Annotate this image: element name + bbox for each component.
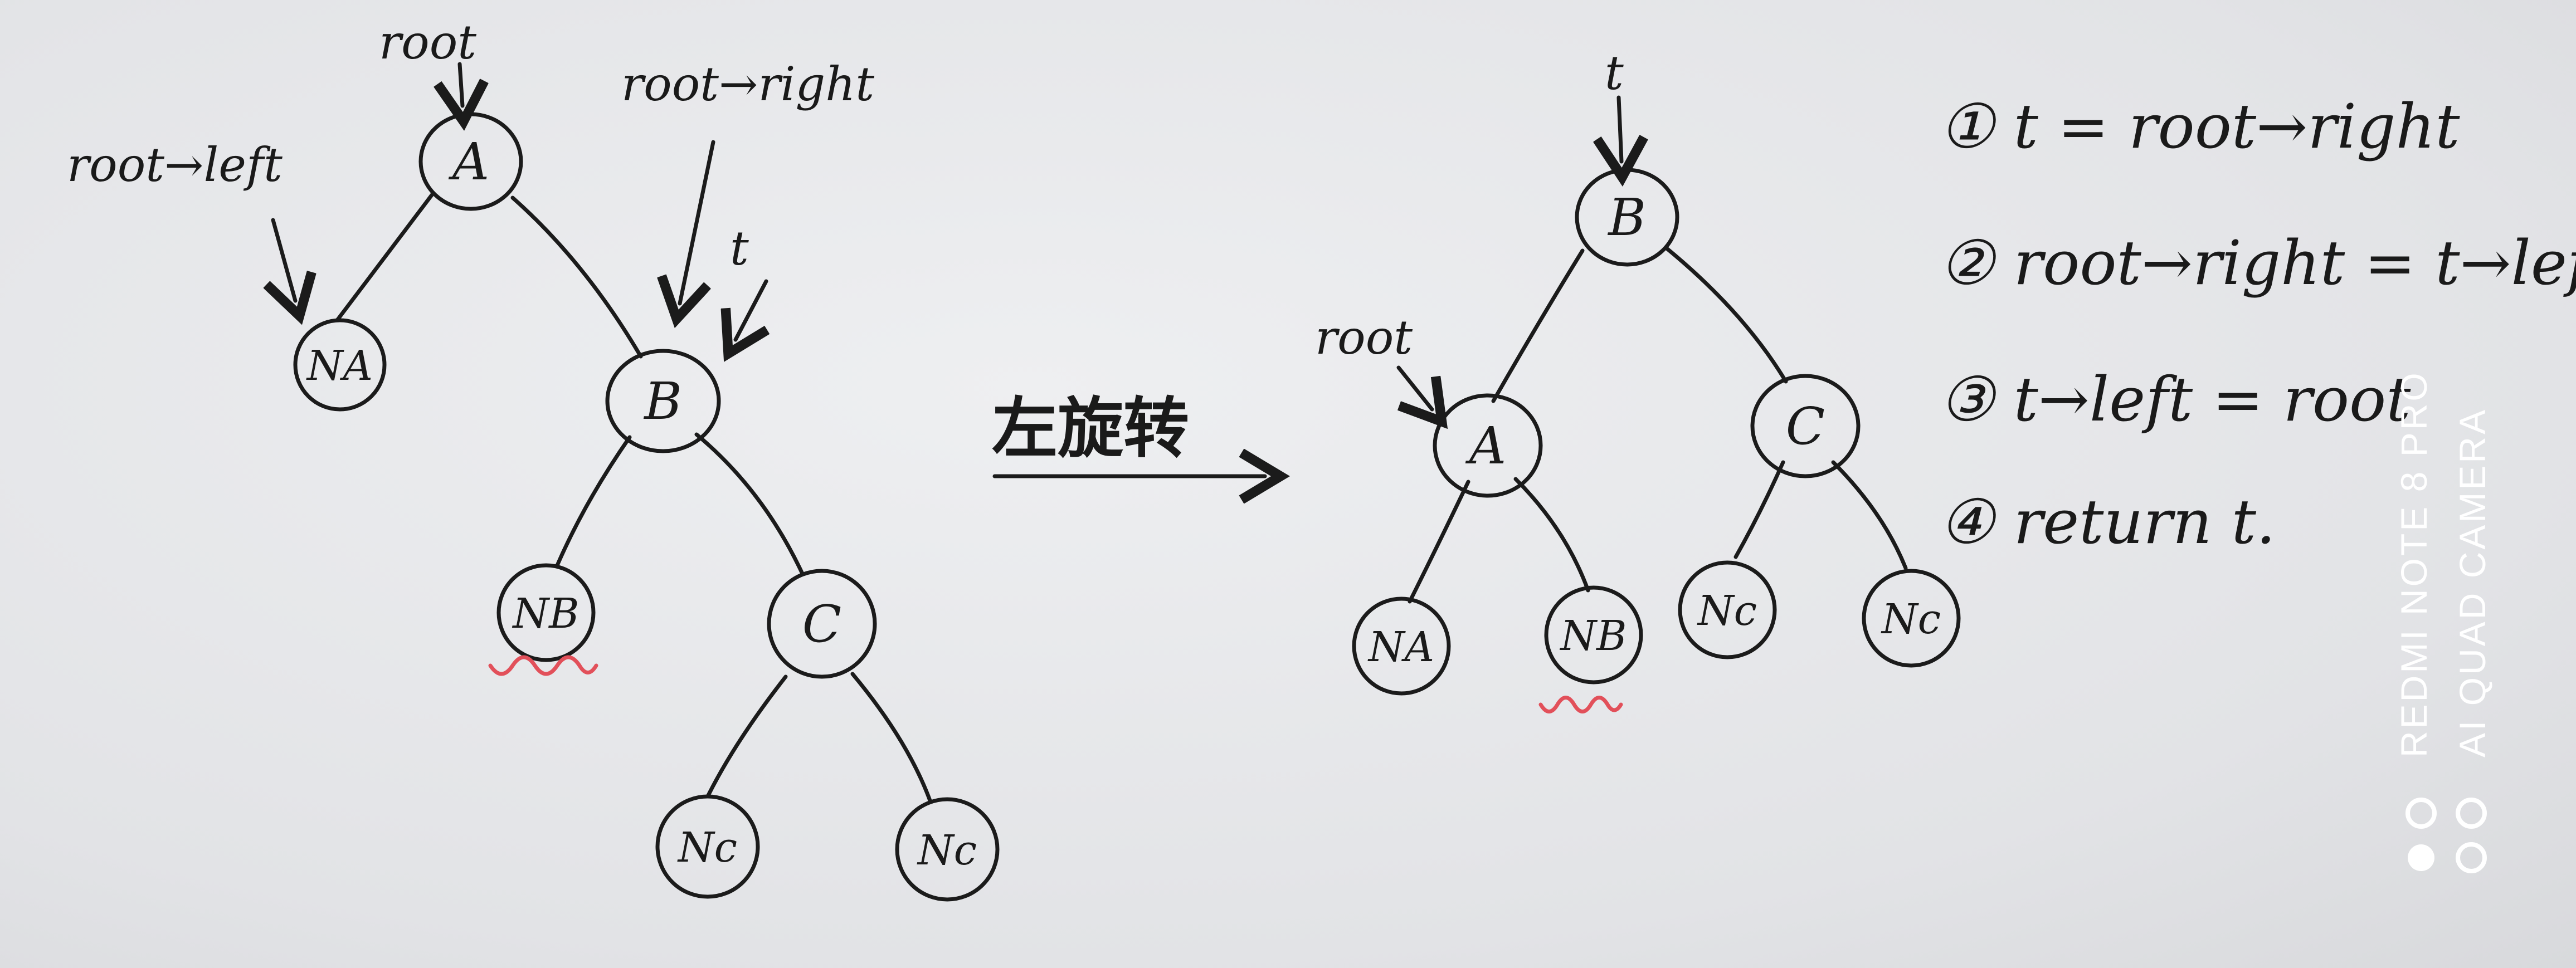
- node-nc1-before: Nc: [655, 794, 760, 899]
- node-na-before: NA: [293, 318, 387, 412]
- nb-highlight-squiggle: [488, 655, 598, 676]
- node-nc2-before: Nc: [895, 797, 1000, 902]
- node-nb-label: NB: [512, 590, 579, 638]
- label-root-before: root: [379, 15, 476, 70]
- step-1: ① t = root→right: [1939, 91, 2460, 162]
- node-c-after: C: [1750, 374, 1861, 478]
- step-3: ③ t→left = root: [1939, 364, 2411, 435]
- arrow-root-right: [680, 140, 715, 304]
- node-nb-after-label: NB: [1559, 612, 1627, 660]
- edge-b-c-after: [1664, 246, 1788, 384]
- label-root-after: root: [1315, 310, 1413, 365]
- edge-c-nc2: [850, 672, 933, 804]
- label-t-after: t: [1605, 46, 1624, 100]
- arrow-root-before: [460, 62, 462, 106]
- watermark-logo-icon: [2405, 798, 2487, 873]
- node-b-label: B: [643, 371, 682, 431]
- rotate-indicator: 左旋转: [992, 390, 1265, 476]
- arrow-t-before: [736, 279, 766, 340]
- rotate-label: 左旋转: [992, 390, 1189, 467]
- label-t-before: t: [730, 221, 749, 276]
- node-nc2-after-label: Nc: [1881, 595, 1941, 643]
- steps-list: ① t = root→right ② root→right = t→left ③…: [1939, 91, 2576, 558]
- tree-after: B A C NA NB Nc Nc t root: [1315, 46, 1961, 713]
- edge-a-na-after: [1408, 480, 1470, 604]
- edge-a-na: [335, 193, 434, 322]
- node-b-after: B: [1575, 168, 1679, 267]
- node-a-after: A: [1433, 393, 1543, 498]
- step-2: ② root→right = t→left: [1939, 227, 2576, 299]
- edge-c-nc1: [705, 674, 788, 799]
- step-4: ④ return t.: [1939, 486, 2276, 558]
- arrow-t-after: [1619, 95, 1621, 162]
- node-na-after: NA: [1352, 597, 1451, 696]
- node-na-after-label: NA: [1367, 623, 1434, 671]
- node-nc1-after: Nc: [1678, 560, 1777, 659]
- arrow-root-left: [273, 218, 295, 301]
- node-c-after-label: C: [1786, 397, 1825, 456]
- edge-b-nb: [555, 435, 632, 568]
- node-a-before: A: [418, 112, 523, 211]
- watermark-line1: REDMI NOTE 8 PRO: [2393, 370, 2434, 757]
- node-nc2-after: Nc: [1862, 569, 1961, 668]
- label-root-left: root→left: [67, 138, 283, 192]
- node-a-label: A: [448, 132, 489, 192]
- nb-after-highlight-squiggle: [1538, 696, 1623, 713]
- node-c-before: C: [767, 569, 877, 679]
- node-nc1-label: Nc: [677, 824, 737, 872]
- node-b-after-label: B: [1607, 188, 1646, 247]
- node-nc2-label: Nc: [917, 827, 977, 874]
- edge-c-nc2-after: [1831, 460, 1908, 570]
- edge-c-nc1-after: [1733, 460, 1785, 559]
- node-nb-before: NB: [496, 563, 596, 662]
- camera-watermark: REDMI NOTE 8 PRO AI QUAD CAMERA: [2393, 370, 2493, 873]
- node-na-label: NA: [306, 342, 373, 390]
- arrow-root-after: [1396, 365, 1432, 409]
- node-nc1-after-label: Nc: [1697, 587, 1757, 635]
- watermark-line2: AI QUAD CAMERA: [2452, 408, 2493, 757]
- node-a-after-label: A: [1465, 416, 1506, 476]
- label-root-right: root→right: [621, 57, 874, 111]
- node-nb-after: NB: [1544, 585, 1643, 685]
- tree-before: A NA B NB C Nc Nc root root→left: [67, 15, 1000, 902]
- edge-a-b: [510, 195, 643, 359]
- edge-a-nb-after: [1513, 477, 1590, 593]
- edge-b-a-after: [1491, 248, 1585, 403]
- edge-b-c: [694, 432, 805, 576]
- node-b-before: B: [605, 349, 721, 453]
- node-c-label: C: [802, 594, 841, 654]
